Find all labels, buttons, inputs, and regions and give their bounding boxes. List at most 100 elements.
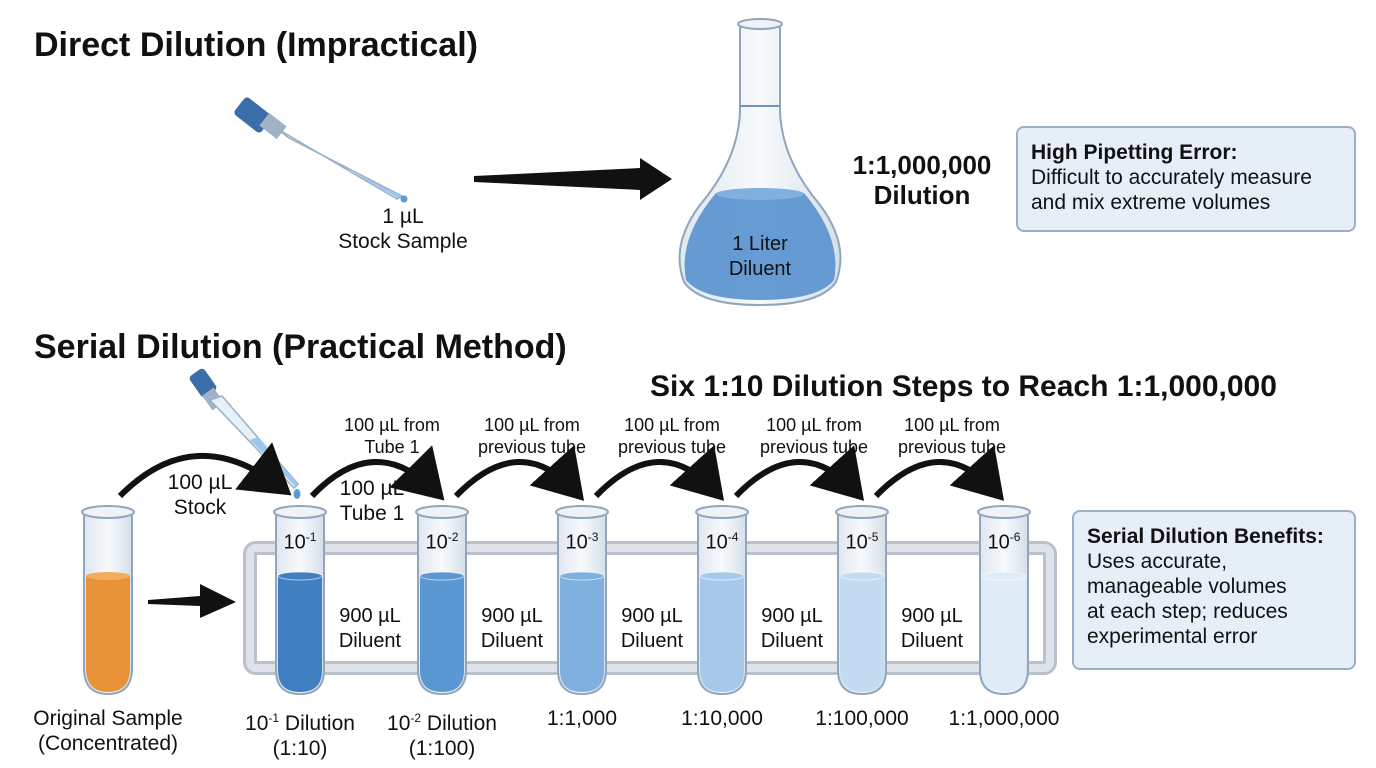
- dilution-ratio: (1:100): [408, 737, 476, 760]
- dilution-ratio: 1:1,000,000: [948, 707, 1060, 730]
- tube-rim: [695, 505, 749, 519]
- top-transfer-line2: previous tube: [759, 437, 869, 457]
- direct-ratio-word: Dilution: [873, 180, 971, 210]
- top-transfer-line2: previous tube: [617, 437, 727, 457]
- serial-tubes: [273, 505, 1031, 696]
- diluent-volume: 900 µL: [621, 605, 683, 627]
- benefits-box-line1: Uses accurate,: [1087, 550, 1228, 573]
- benefits-box: Serial Dilution Benefits: Uses accurate,…: [1072, 510, 1356, 670]
- top-transfer-line2: previous tube: [897, 437, 1007, 457]
- dilution-base: 10: [387, 712, 411, 735]
- diluent-word: Diluent: [760, 630, 824, 652]
- original-sample-label: Original Sample (Concentrated): [18, 706, 198, 756]
- original-sample-name: Original Sample: [33, 707, 183, 730]
- tube-exponent-power: -2: [447, 530, 459, 544]
- tube-liquid-surface: [839, 571, 885, 581]
- top-transfer-line2: Tube 1: [364, 437, 420, 457]
- tube-liquid: [560, 576, 604, 692]
- benefits-box-title: Serial Dilution Benefits:: [1087, 525, 1324, 548]
- direct-arrow: [474, 158, 672, 200]
- tube-exponent-power: -1: [305, 530, 317, 544]
- tube-exponent-base: 10: [705, 531, 728, 554]
- original-sample-note: (Concentrated): [37, 732, 179, 755]
- tube-exponent-power: -5: [867, 530, 879, 544]
- error-box-line2: and mix extreme volumes: [1031, 191, 1271, 214]
- dilution-label-line1: 10-1 Dilution: [220, 706, 380, 736]
- pipette-volume: 1 µL: [382, 205, 424, 228]
- error-box-title: High Pipetting Error:: [1031, 141, 1238, 164]
- dilution-label: 1:1,000,000: [924, 706, 1084, 731]
- tube-liquid-surface: [559, 571, 605, 581]
- tube1-transfer-label: 100 µL Tube 1: [322, 476, 422, 526]
- dilution-label-line1: 10-2 Dilution: [362, 706, 522, 736]
- direct-ratio-value: 1:1,000,000: [852, 150, 992, 180]
- dilution-ratio: 1:1,000: [546, 707, 618, 730]
- flask-diluent: Diluent: [728, 258, 792, 280]
- tube-rim: [977, 505, 1031, 519]
- tube-exponent-base: 10: [845, 531, 868, 554]
- top-transfer-line1: 100 µL from: [904, 415, 1000, 435]
- tube1-transfer-source: Tube 1: [339, 502, 405, 525]
- dilution-word: Dilution: [279, 712, 355, 735]
- tube-exponent-power: -6: [1009, 530, 1021, 544]
- pipette-sample: Stock Sample: [338, 230, 468, 253]
- flask-label: 1 Liter Diluent: [700, 232, 820, 282]
- serial-subtitle: Six 1:10 Dilution Steps to Reach 1:1,000…: [650, 370, 1277, 403]
- tube-rim: [273, 505, 327, 519]
- pipette-label: 1 µL Stock Sample: [318, 204, 488, 254]
- transfer-arrows: [117, 442, 1005, 501]
- serial-title: Serial Dilution (Practical Method): [34, 328, 567, 366]
- original-sample-tube: [81, 505, 135, 696]
- benefits-box-line4: experimental error: [1087, 625, 1258, 648]
- tube-exponent-base: 10: [425, 531, 448, 554]
- flask-volume: 1 Liter: [732, 233, 788, 255]
- diluent-word: Diluent: [480, 630, 544, 652]
- tube-liquid: [420, 576, 464, 692]
- tube-rim: [415, 505, 469, 519]
- dilution-label: 1:100,000: [782, 706, 942, 731]
- tube-liquid: [700, 576, 744, 692]
- error-box: High Pipetting Error: Difficult to accur…: [1016, 126, 1356, 232]
- tube-exponent-base: 10: [283, 531, 306, 554]
- dilution-label: 1:10,000: [642, 706, 802, 731]
- dilution-ratio: (1:10): [272, 737, 328, 760]
- benefits-box-line3: at each step; reduces: [1087, 600, 1288, 623]
- top-transfer-line1: 100 µL from: [766, 415, 862, 435]
- direct-title: Direct Dilution (Impractical): [34, 26, 478, 64]
- top-transfer-line1: 100 µL from: [624, 415, 720, 435]
- dilution-exp: -2: [410, 711, 422, 725]
- diluent-volume: 900 µL: [339, 605, 401, 627]
- tube-exponent-label: 10-3: [552, 530, 612, 555]
- diluent-word: Diluent: [620, 630, 684, 652]
- dilution-word: Dilution: [421, 712, 497, 735]
- dilution-base: 10: [245, 712, 269, 735]
- diluent-label: 900 µL Diluent: [607, 604, 697, 654]
- rack-arrow: [148, 584, 236, 618]
- tube-liquid-surface: [699, 571, 745, 581]
- top-pipette: [234, 97, 408, 203]
- tube-exponent-label: 10-4: [692, 530, 752, 555]
- tube-exponent-label: 10-2: [412, 530, 472, 555]
- benefits-box-line2: manageable volumes: [1087, 575, 1287, 598]
- tube-exponent-label: 10-1: [270, 530, 330, 555]
- tube-liquid: [982, 576, 1026, 692]
- tube-liquid-surface: [277, 571, 323, 581]
- volumetric-flask: [678, 18, 842, 307]
- top-transfer-line1: 100 µL from: [344, 415, 440, 435]
- dilution-ratio: 1:10,000: [681, 707, 763, 730]
- tube-exponent-base: 10: [987, 531, 1010, 554]
- diluent-volume: 900 µL: [901, 605, 963, 627]
- dilution-label: 1:1,000: [502, 706, 662, 731]
- stock-transfer-source: Stock: [173, 496, 227, 519]
- error-box-line1: Difficult to accurately measure: [1031, 166, 1312, 189]
- diluent-volume: 900 µL: [481, 605, 543, 627]
- tube-exponent-power: -4: [727, 530, 739, 544]
